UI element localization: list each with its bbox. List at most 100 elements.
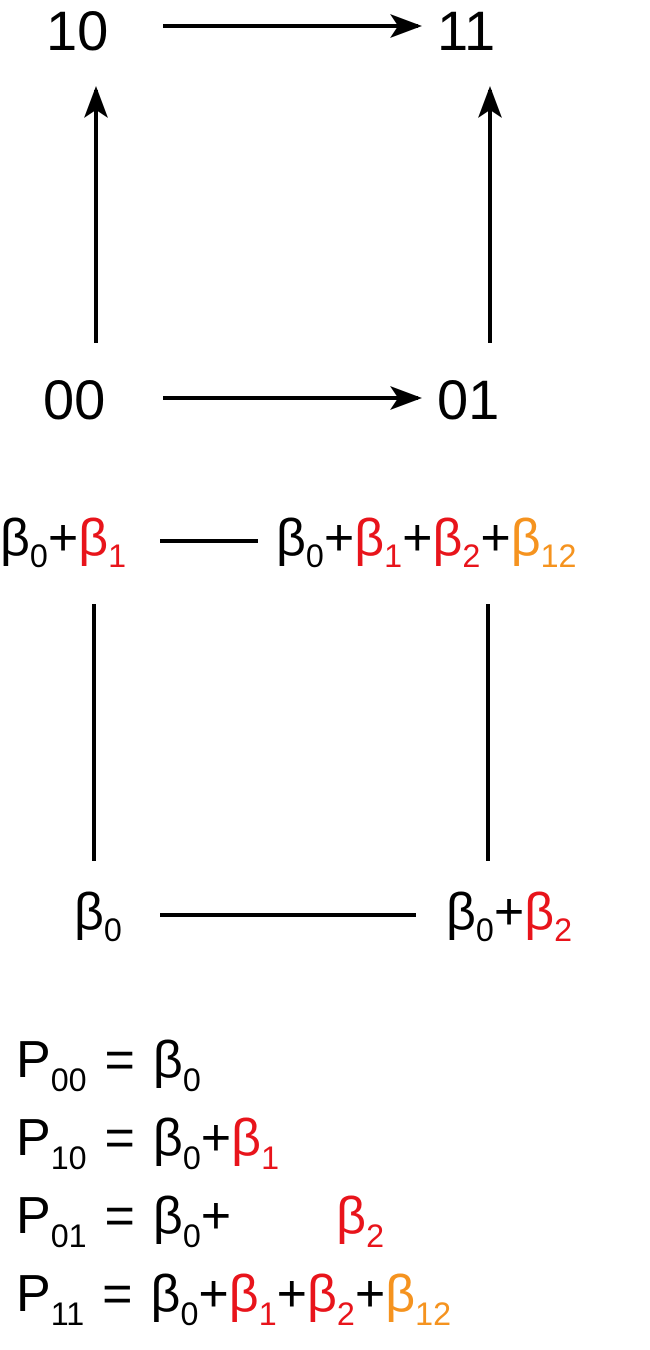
plus-sign: +: [48, 509, 78, 567]
term-symbol: +: [480, 509, 511, 567]
probability-symbol: P: [16, 1265, 51, 1323]
term-symbol: β: [231, 1109, 262, 1167]
term-subscript: 12: [415, 1295, 452, 1332]
probability-subscript: 01: [50, 1217, 87, 1254]
plus-sign: +: [480, 509, 510, 567]
term-symbol: β: [152, 1031, 183, 1089]
probability-subscript: 10: [50, 1139, 87, 1176]
term-symbol: β: [78, 509, 109, 567]
term-symbol: +: [493, 883, 525, 941]
term-symbol: +: [402, 509, 433, 567]
equals-sign: =: [102, 1265, 133, 1323]
equation-rhs: β0+β2: [152, 1187, 384, 1252]
term-subscript: 1: [108, 537, 127, 574]
term-symbol: β: [354, 509, 385, 567]
plus-sign: +: [355, 1265, 385, 1323]
node-label-11: 11: [437, 0, 496, 62]
equation-p00: P00 = β0: [16, 1031, 201, 1096]
term-symbol: β: [276, 509, 306, 567]
term-symbol: β: [510, 509, 541, 567]
equation-rhs: β0: [152, 1031, 201, 1096]
probability-label: P01: [16, 1187, 87, 1252]
equation-p11: P11=β0+β1+β2+β12: [16, 1265, 451, 1330]
plus-sign: +: [201, 1187, 231, 1245]
plus-sign: +: [277, 1265, 307, 1323]
node-label-01: 01: [437, 368, 500, 431]
coef-node-bottom-left: β0: [74, 883, 122, 946]
term-symbol: +: [198, 1265, 229, 1323]
term-symbol: +: [200, 1187, 232, 1245]
equals-sign: =: [104, 1109, 135, 1167]
beta-1-term: β1: [228, 1265, 277, 1330]
term-subscript: 0: [103, 911, 122, 948]
equation-rhs: β0+β1: [152, 1109, 279, 1174]
term-symbol: +: [47, 509, 79, 567]
equals-sign: =: [104, 1031, 135, 1089]
term-subscript: 1: [261, 1139, 280, 1176]
equation-p01: P01=β0+β2: [16, 1187, 384, 1252]
term-symbol: β: [74, 883, 104, 941]
probability-symbol: P: [16, 1109, 51, 1167]
term-symbol: β: [152, 1109, 183, 1167]
beta-0-term: β0: [152, 1187, 201, 1252]
beta-2-term: β2: [336, 1187, 384, 1252]
term-subscript: 0: [305, 537, 324, 574]
plus-sign: +: [494, 883, 524, 941]
beta-0-term: β0: [152, 1031, 201, 1096]
term-subscript: 1: [384, 537, 403, 574]
beta-0-term: β0: [0, 509, 48, 572]
beta-2-term: β2: [524, 883, 572, 946]
plus-sign: +: [324, 509, 354, 567]
beta-0-term: β0: [276, 509, 324, 572]
term-symbol: β: [524, 883, 555, 941]
term-subscript: 0: [29, 537, 48, 574]
term-subscript: 2: [366, 1217, 385, 1254]
term-symbol: β: [307, 1265, 337, 1323]
equals-sign: =: [104, 1187, 135, 1245]
term-symbol: +: [323, 509, 355, 567]
term-subscript: 2: [336, 1295, 355, 1332]
beta-1-term: β1: [354, 509, 402, 572]
plus-sign: +: [402, 509, 432, 567]
term-subscript: 0: [180, 1295, 199, 1332]
term-subscript: 0: [182, 1061, 201, 1098]
term-subscript: 0: [182, 1139, 201, 1176]
beta-12-term: β12: [385, 1265, 451, 1330]
plus-sign: +: [198, 1265, 228, 1323]
equation-p10: P10=β0+β1: [16, 1109, 279, 1174]
term-symbol: β: [385, 1265, 416, 1323]
beta-0-term: β0: [152, 1109, 201, 1174]
beta-12-term: β12: [510, 509, 577, 572]
beta-2-term: β2: [432, 509, 480, 572]
term-symbol: β: [432, 509, 463, 567]
probability-label: P00: [16, 1031, 87, 1096]
beta-0-term: β0: [74, 883, 122, 946]
term-subscript: 1: [258, 1295, 277, 1332]
term-subscript: 2: [462, 537, 481, 574]
term-subscript: 0: [182, 1217, 201, 1254]
beta-1-term: β1: [78, 509, 126, 572]
probability-label: P10: [16, 1109, 87, 1174]
term-symbol: β: [152, 1187, 183, 1245]
probability-label: P11: [16, 1265, 84, 1330]
term-subscript: 0: [475, 911, 494, 948]
node-label-00: 00: [43, 368, 106, 431]
term-symbol: β: [336, 1187, 367, 1245]
term-symbol: β: [446, 883, 476, 941]
node-label-10: 10: [46, 0, 109, 62]
term-symbol: β: [0, 509, 30, 567]
term-symbol: +: [354, 1265, 386, 1323]
beta-0-term: β0: [151, 1265, 199, 1330]
coef-node-top-right: β0+β1+β2+β12: [276, 509, 577, 572]
beta-2-term: β2: [307, 1265, 355, 1330]
term-subscript: 2: [554, 911, 573, 948]
probability-symbol: P: [16, 1031, 51, 1089]
term-symbol: β: [228, 1265, 259, 1323]
term-symbol: +: [276, 1265, 307, 1323]
equation-rhs: β0+β1+β2+β12: [151, 1265, 451, 1330]
coef-node-bottom-right: β0+β2: [446, 883, 572, 946]
probability-subscript: 00: [50, 1061, 87, 1098]
term-symbol: +: [200, 1109, 232, 1167]
probability-subscript: 11: [50, 1295, 85, 1332]
